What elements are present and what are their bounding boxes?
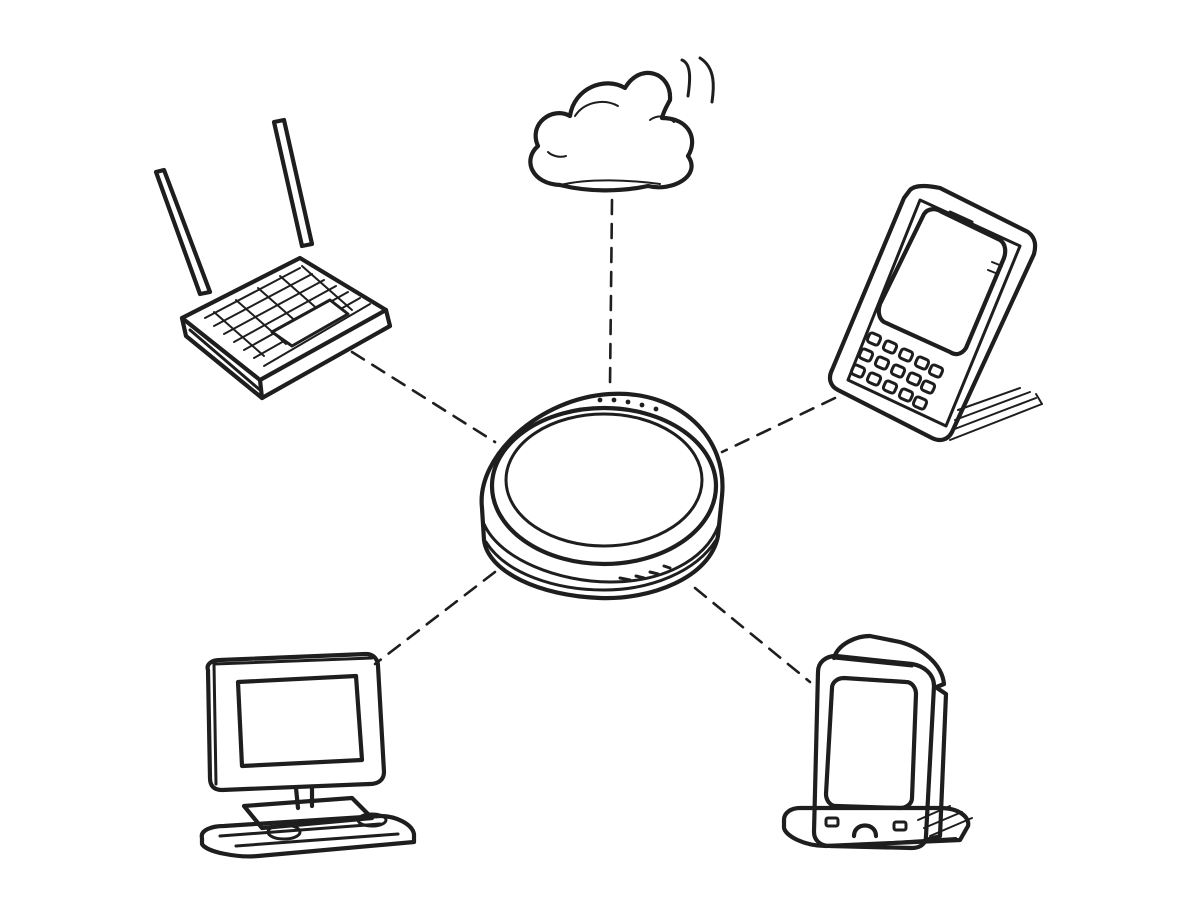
link-hub-router xyxy=(350,350,497,444)
handheld-device-icon xyxy=(781,633,973,851)
link-hub-tablet xyxy=(720,396,837,454)
wifi-router-icon xyxy=(153,117,393,401)
link-hub-handheld xyxy=(693,586,812,684)
link-hub-desktop xyxy=(373,570,497,666)
link-hub-cloud xyxy=(608,198,614,387)
cloud-icon xyxy=(528,56,715,193)
tablet-icon xyxy=(827,183,1043,443)
connection-lines xyxy=(350,198,837,684)
desktop-computer-icon xyxy=(199,651,417,859)
smart-hub-icon xyxy=(479,391,725,601)
